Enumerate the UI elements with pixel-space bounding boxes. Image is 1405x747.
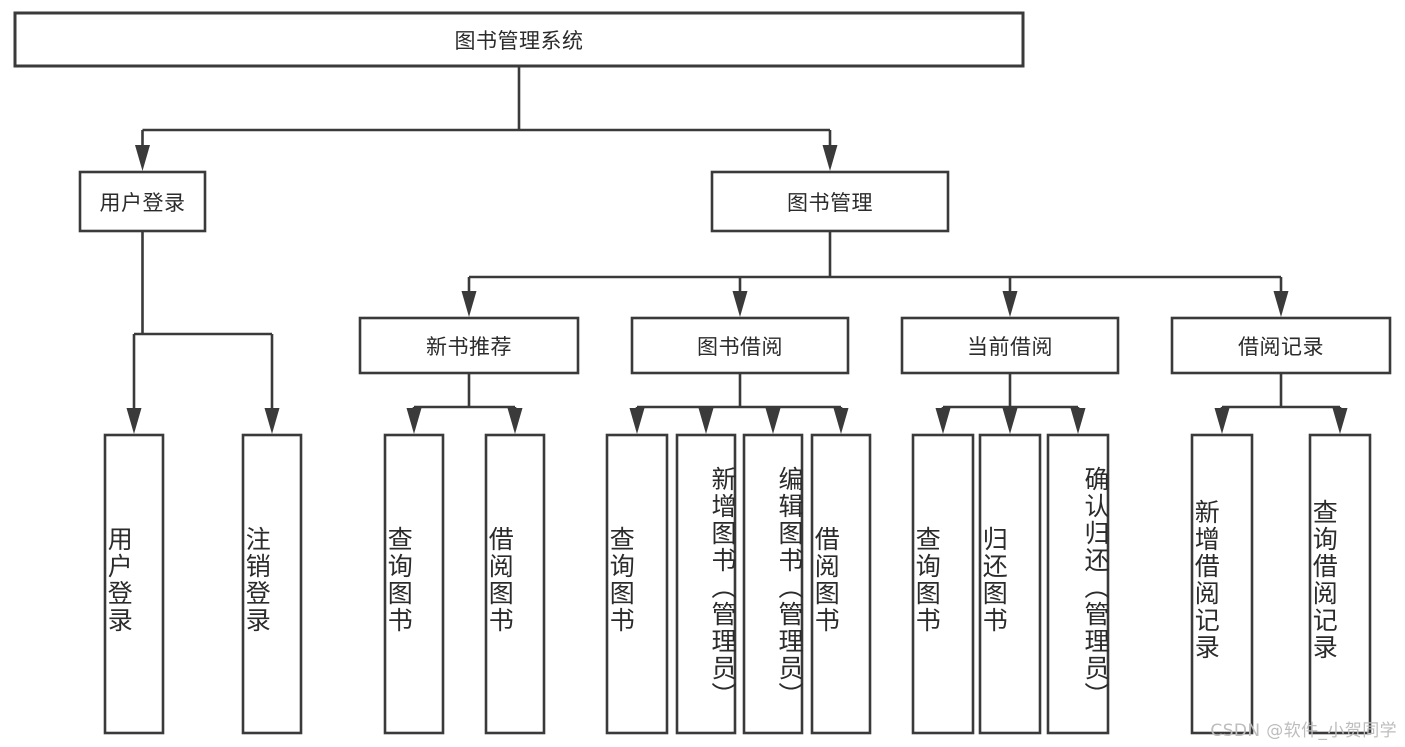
node-box-leaf-query-book-2[interactable] <box>605 433 669 735</box>
node-box-borrow-record[interactable] <box>1170 316 1392 375</box>
connector-layer <box>126 66 1348 434</box>
node-box-leaf-add-record[interactable] <box>1190 433 1254 735</box>
watermark-text: CSDN @软件_小贺同学 <box>1210 721 1397 741</box>
node-box-leaf-confirm-return[interactable] <box>1046 433 1110 735</box>
connector-group-new_book_rec <box>406 373 523 434</box>
node-box-leaf-user-login[interactable] <box>103 433 165 735</box>
node-box-leaf-borrow-book-2[interactable] <box>810 433 872 735</box>
node-box-leaf-borrow-book-1[interactable] <box>484 433 546 735</box>
node-box-leaf-query-record[interactable] <box>1308 433 1372 735</box>
node-box-book-mgmt[interactable] <box>710 170 950 233</box>
connector-group-login <box>126 231 280 434</box>
node-box-book-borrow[interactable] <box>630 316 850 375</box>
node-box-leaf-logout[interactable] <box>241 433 303 735</box>
node-box-leaf-return-book[interactable] <box>978 433 1042 735</box>
connector-group-book_borrow <box>629 373 849 434</box>
node-box-login[interactable] <box>78 170 207 233</box>
connector-group-book_mgmt <box>461 231 1289 317</box>
node-box-leaf-query-book-1[interactable] <box>383 433 445 735</box>
connector-group-root <box>135 66 838 171</box>
node-box-current-borrow[interactable] <box>900 316 1120 375</box>
connector-group-borrow_record <box>1214 373 1348 434</box>
node-box-leaf-add-book[interactable] <box>675 433 737 735</box>
node-box-new-book-rec[interactable] <box>358 316 580 375</box>
node-box-root[interactable] <box>13 11 1025 68</box>
node-box-leaf-query-book-3[interactable] <box>911 433 975 735</box>
node-box-layer <box>13 11 1392 735</box>
connector-group-current_borrow <box>935 373 1086 434</box>
node-box-leaf-edit-book[interactable] <box>742 433 804 735</box>
